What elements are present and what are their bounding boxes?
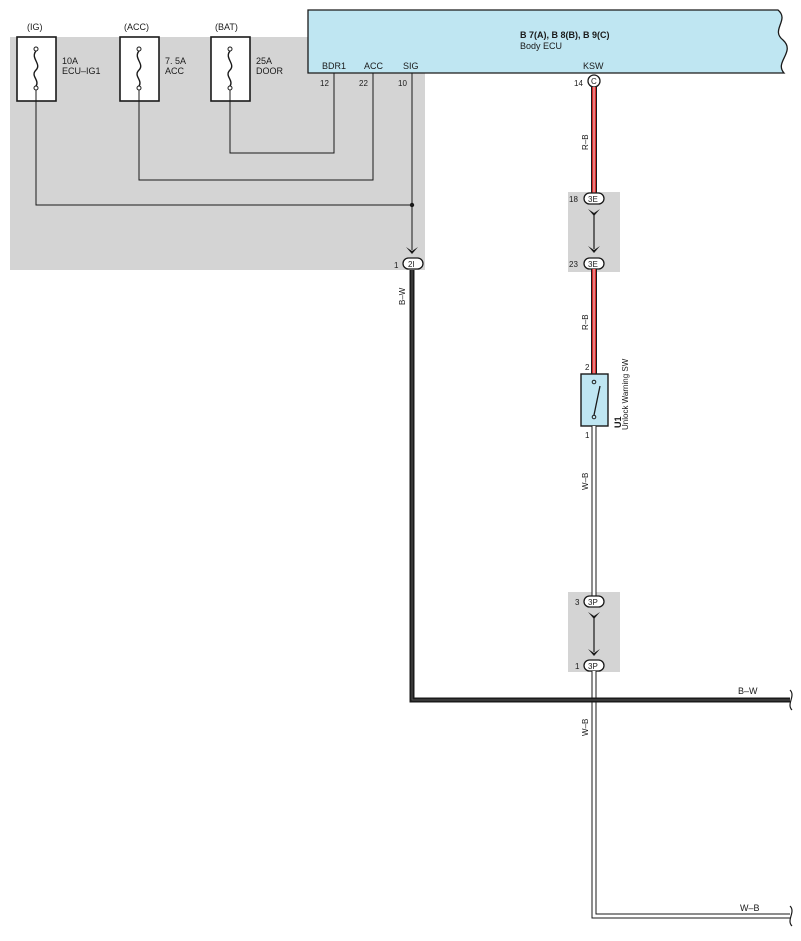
wb-wire-lower [591,671,790,919]
wb-lower-label: W–B [581,719,590,736]
wb-out-label: W–B [740,903,760,913]
rb-upper-label: R–B [581,134,590,150]
junction-2i-pin: 1 [394,261,399,270]
junction-3p-bot-id: 3P [588,662,598,671]
junction-3p-top-pin: 3 [575,598,580,607]
bw-vertical-label: B–W [398,287,407,305]
splice-point [409,202,415,208]
ecu-name-label: Body ECU [520,41,562,51]
switch-name: Unlock Warning SW [621,358,630,430]
pin-name-ksw: KSW [583,61,604,71]
fuse-2-source: (ACC) [124,22,149,32]
switch-pin-top: 2 [585,363,590,372]
fuse-1-rating: 10A [62,56,78,66]
fuse-2-rating: 7. 5A [165,56,186,66]
wb-wire-break [789,905,793,927]
body-ecu-box [307,9,788,74]
junction-3e-bot-pin: 23 [569,260,578,269]
fuse-2-name: ACC [165,66,185,76]
junction-3e-top-connector [583,192,605,205]
switch-pin-bottom: 1 [585,431,590,440]
pin-num-sig: 10 [398,79,407,88]
fuse-3-icon [227,50,233,87]
shaded-area [10,37,425,270]
junction-3p-top-id: 3P [588,598,598,607]
rb-lower-label: R–B [581,314,590,330]
fuse-1-source: (IG) [27,22,43,32]
fuse-1-icon [33,50,39,87]
bw-wire-break [789,689,793,711]
pin-num-ksw: 14 [574,79,583,88]
pin-num-bdr1: 12 [320,79,329,88]
switch-contact-icon [593,385,601,416]
junction-2i-id: 2I [408,260,415,269]
ecu-connectors-label: B 7(A), B 8(B), B 9(C) [520,30,610,40]
bw-wire-core [411,270,790,701]
junction-3e-top-pin: 18 [569,195,578,204]
switch-code: U1 [613,416,623,428]
junction-3p-bot-pin: 1 [575,662,580,671]
junction-2i-arrow [406,247,418,254]
fuse-1-name: ECU–IG1 [62,66,101,76]
fuse-wires [35,73,413,250]
pin-name-sig: SIG [403,61,419,71]
fuse-3-source: (BAT) [215,22,238,32]
pin-name-acc: ACC [364,61,384,71]
bw-out-label: B–W [738,686,758,696]
fuse-3-name: DOOR [256,66,284,76]
junction-3e-bot-id: 3E [588,260,598,269]
pin-num-acc: 22 [359,79,368,88]
fuse-2-icon [136,50,142,87]
junction-3e-top-id: 3E [588,195,598,204]
fuse-3-rating: 25A [256,56,272,66]
junction-3p-top-connector [583,595,605,608]
wb-mid-label: W–B [581,473,590,490]
pin-name-bdr1: BDR1 [322,61,346,71]
junction-2i-connector [402,257,424,270]
ksw-connector-id: C [591,77,597,86]
